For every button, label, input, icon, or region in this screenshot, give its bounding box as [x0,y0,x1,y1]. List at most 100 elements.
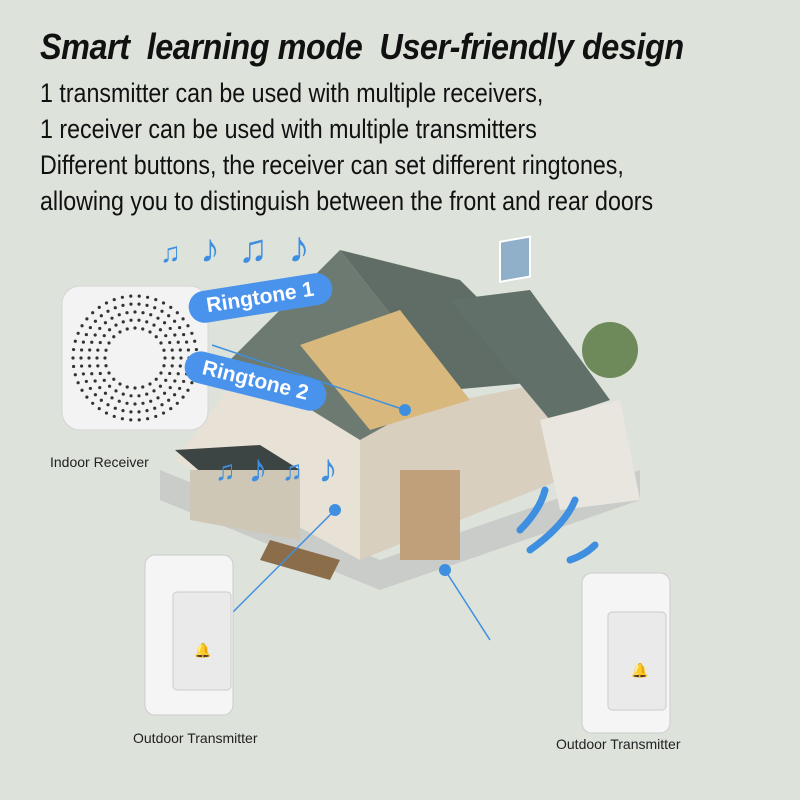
speaker-hole [145,303,149,307]
speaker-hole [117,399,121,403]
speaker-hole [80,364,84,368]
speaker-hole [93,393,98,397]
speaker-hole [125,327,129,331]
outdoor-transmitter-label: Outdoor Transmitter [133,730,258,746]
speaker-hole [129,302,133,306]
description-line: 1 transmitter can be used with multiple … [40,78,544,108]
speaker-hole [96,348,100,352]
speaker-hole [186,348,190,352]
svg-text:🔔: 🔔 [631,662,648,679]
speaker-hole [160,403,164,407]
speaker-hole [179,356,183,360]
speaker-hole [103,356,107,360]
speaker-hole [112,414,116,419]
speaker-hole [153,406,157,410]
speaker-hole [168,326,172,331]
speaker-hole [73,373,77,377]
speaker-hole [149,313,153,317]
svg-text:♫: ♫ [215,455,236,486]
speaker-hole [114,323,118,327]
speaker-hole [178,348,182,352]
speaker-hole [125,401,129,405]
speaker-hole [93,319,98,323]
speaker-hole [107,341,111,345]
speaker-hole [121,409,125,413]
speaker-hole [97,305,101,309]
speaker-hole [103,321,108,325]
svg-text:♫: ♫ [282,455,303,486]
speaker-hole [121,303,125,307]
speaker-hole [104,364,108,368]
speaker-hole [107,328,112,332]
speaker-hole [133,326,137,330]
speaker-hole [146,417,150,421]
speaker-hole [162,348,166,352]
speaker-hole [156,396,160,400]
svg-text:♪: ♪ [200,227,220,271]
speaker-hole [106,403,110,407]
speaker-hole [103,391,108,395]
speaker-hole [146,295,150,299]
speaker-hole [159,341,163,345]
wireless-signal-icon [516,486,599,564]
speaker-hole [96,364,100,368]
speaker-hole [173,333,177,337]
speaker-hole [88,348,92,352]
speaker-hole [190,331,194,335]
speaker-hole [88,325,92,330]
speaker-hole [93,333,97,337]
speaker-hole [93,379,97,383]
outdoor-transmitter-left: 🔔 [144,554,234,716]
speaker-hole [129,294,133,298]
speaker-hole [137,418,141,422]
speaker-hole [87,356,91,360]
speaker-hole [118,330,122,334]
svg-text:♪: ♪ [318,447,338,491]
speaker-hole [71,356,75,360]
speaker-hole [149,399,153,403]
speaker-hole [178,364,182,368]
speaker-hole [141,401,145,405]
speaker-hole [148,382,152,386]
speaker-hole [81,372,85,376]
speaker-hole [182,379,186,384]
speaker-hole [98,371,102,376]
speaker-hole [137,302,141,306]
speaker-hole [176,340,180,344]
speaker-hole [170,364,174,368]
speaker-hole [137,410,141,414]
speaker-hole [104,411,109,415]
speaker-hole [95,356,99,360]
description-line: 1 receiver can be used with multiple tra… [40,114,537,144]
speaker-hole [173,379,177,383]
speaker-hole [102,378,106,382]
music-note-icons: ♫ ♪ ♫ ♪ ♫ ♪ ♫ ♪ [160,223,338,491]
speaker-hole [158,384,163,388]
speaker-hole [164,334,168,338]
speaker-hole [80,324,84,328]
speaker-hole [148,330,152,334]
speaker-hole [161,411,166,415]
speaker-hole [182,332,186,337]
speaker-hole [76,331,80,335]
speaker-hole [154,377,158,381]
speaker-hole [172,393,177,397]
speaker-hole [163,356,167,360]
speaker-hole [133,310,137,314]
speaker-hole [81,340,85,344]
speaker-hole [181,395,185,399]
signal-point [439,564,451,576]
speaker-hole [152,389,156,393]
speaker-hole [85,395,89,399]
speaker-hole [112,377,116,381]
speaker-hole [88,364,92,368]
speaker-hole [137,394,141,398]
speaker-hole [159,371,163,375]
svg-text:♪: ♪ [288,223,310,272]
speaker-hole [186,388,190,392]
speaker-hole [176,372,180,376]
speaker-hole [125,311,129,315]
speaker-hole [110,316,114,320]
speaker-hole [169,305,173,309]
